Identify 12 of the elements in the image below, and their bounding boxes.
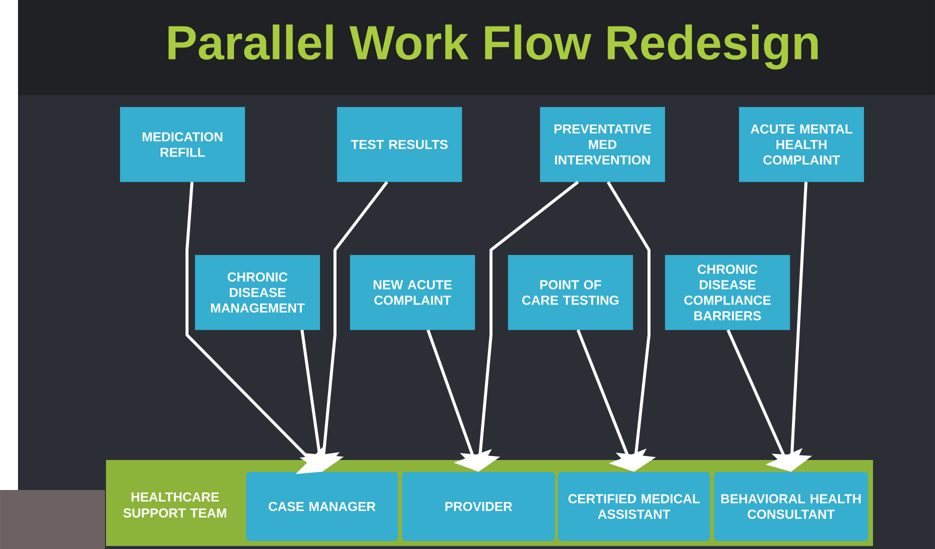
role-box: CERTIFIED MEDICAL ASSISTANT: [558, 472, 710, 541]
role-box: PROVIDER: [402, 472, 555, 541]
task-box: TEST RESULTS: [337, 107, 462, 182]
task-box: MEDICATION REFILL: [120, 107, 245, 182]
task-box: PREVENTATIVE MED INTERVENTION: [540, 107, 665, 182]
task-box: CHRONIC DISEASE COMPLIANCE BARRIERS: [665, 255, 790, 330]
task-box: ACUTE MENTAL HEALTH COMPLAINT: [739, 107, 864, 182]
task-box: POINT OF CARE TESTING: [508, 255, 633, 330]
role-box: CASE MANAGER: [246, 472, 398, 541]
task-box: CHRONIC DISEASE MANAGEMENT: [195, 255, 320, 330]
slide-title: Parallel Work Flow Redesign: [168, 24, 818, 70]
role-box: BEHAVIORAL HEALTH CONSULTANT: [714, 472, 868, 541]
